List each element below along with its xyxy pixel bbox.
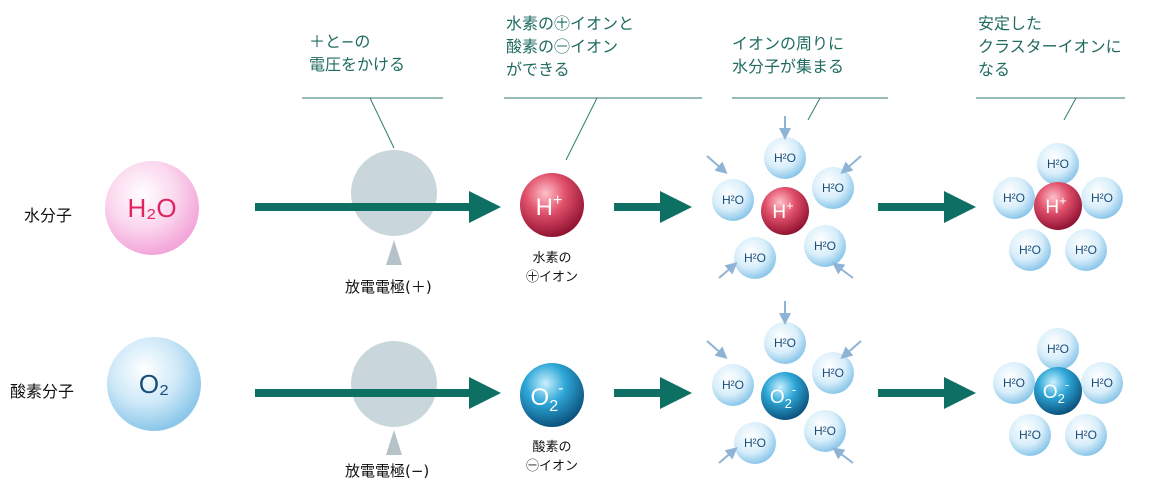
water-bubble-label: H²O	[722, 193, 744, 207]
water-bubble	[812, 167, 854, 209]
water-bubble	[1081, 362, 1123, 404]
inward-arrow	[840, 340, 862, 359]
electrode-tip-negative	[386, 430, 402, 455]
water-bubble	[1081, 177, 1123, 219]
water-bubble-label: H²O	[1091, 376, 1113, 390]
water-bubble-label: H²O	[774, 336, 796, 350]
oxygen-ion-core	[1034, 367, 1082, 415]
water-bubble	[1037, 328, 1079, 370]
water-bubble	[764, 322, 806, 364]
electrode-negative	[351, 341, 437, 427]
hydrogen-ion-core	[761, 187, 809, 235]
stable-cluster-negative: H²O H²O H²O H²O H²O O2-	[993, 328, 1123, 456]
oxygen-molecule	[107, 337, 201, 431]
water-bubble	[993, 362, 1035, 404]
water-bubble	[1009, 229, 1051, 271]
water-bubble	[1037, 143, 1079, 185]
water-bubble	[1065, 414, 1107, 456]
inward-arrow	[832, 447, 854, 464]
water-bubble	[734, 422, 776, 464]
step-caption-ion-formation: 水素の㊉イオンと 酸素の㊀イオン ができる	[506, 14, 635, 79]
water-bubble-label: H²O	[1091, 191, 1113, 205]
water-bubble	[712, 179, 754, 221]
oxygen-ion-core	[761, 372, 809, 420]
water-bubble-label: H²O	[822, 181, 844, 195]
electrode-positive	[351, 150, 437, 236]
water-bubble-label: H²O	[1003, 376, 1025, 390]
ion-core-label: O2-	[1043, 377, 1069, 406]
step-caption-water-gathering: イオンの周りに 水分子が集まる	[732, 34, 845, 76]
water-bubble-label: H²O	[814, 424, 836, 438]
water-bubble-label: H²O	[1019, 428, 1041, 442]
water-bubble-label: H²O	[1075, 428, 1097, 442]
leader-line-voltage	[302, 97, 443, 149]
water-bubble	[804, 225, 846, 267]
water-bubble-label: H²O	[722, 378, 744, 392]
water-bubble-label: H²O	[744, 436, 766, 450]
electrode-tip-positive	[386, 240, 402, 265]
water-bubble-label: H²O	[1019, 243, 1041, 257]
water-bubble	[712, 364, 754, 406]
inward-arrow	[832, 262, 854, 279]
oxygen-ion	[520, 363, 584, 427]
ion-label-oxygen: 酸素の ㊀イオン	[525, 440, 578, 474]
step-caption-voltage: ＋と−の 電圧をかける	[309, 32, 406, 74]
leader-line-stable-cluster	[976, 97, 1125, 121]
water-bubble	[812, 352, 854, 394]
hydrogen-ion-core	[1034, 182, 1082, 230]
water-bubble-label: H²O	[1075, 243, 1097, 257]
row-label-water: 水分子	[24, 206, 73, 225]
water-bubble	[1065, 229, 1107, 271]
water-bubble-label: H²O	[822, 366, 844, 380]
inward-arrow	[706, 340, 728, 359]
gathering-cluster-negative: H²O H²O H²O H²O H²O O2-	[706, 301, 862, 464]
water-bubble	[804, 410, 846, 452]
inward-arrow	[718, 262, 738, 279]
water-bubble-label: H²O	[1047, 342, 1069, 356]
inward-arrow	[706, 155, 728, 174]
inward-arrow	[840, 155, 862, 174]
leader-line-ion-formation	[504, 97, 702, 161]
water-bubble-label: H²O	[774, 151, 796, 165]
water-bubble	[764, 137, 806, 179]
ion-label-hydrogen: 水素の ㊉イオン	[525, 251, 578, 285]
electrode-label-negative: 放電電極(−)	[345, 462, 430, 480]
water-molecule	[105, 161, 199, 255]
water-molecule-label: H₂O	[127, 193, 176, 223]
water-bubble	[734, 237, 776, 279]
hydrogen-ion	[520, 173, 584, 237]
inward-arrow	[718, 447, 738, 464]
leader-line-water-gathering	[732, 97, 888, 121]
oxygen-molecule-label: O₂	[139, 369, 169, 399]
row-label-oxygen: 酸素分子	[10, 382, 75, 401]
water-bubble	[1009, 414, 1051, 456]
electrode-label-positive: 放電電極(＋)	[345, 278, 432, 296]
oxygen-ion-label: O2-	[531, 380, 564, 415]
water-bubble-label: H²O	[1003, 191, 1025, 205]
ion-core-label: O2-	[770, 382, 796, 411]
water-bubble-label: H²O	[1047, 157, 1069, 171]
water-bubble-label: H²O	[814, 239, 836, 253]
water-bubble-label: H²O	[744, 251, 766, 265]
step-caption-stable-cluster: 安定した クラスターイオンに なる	[978, 14, 1122, 79]
water-bubble	[993, 177, 1035, 219]
